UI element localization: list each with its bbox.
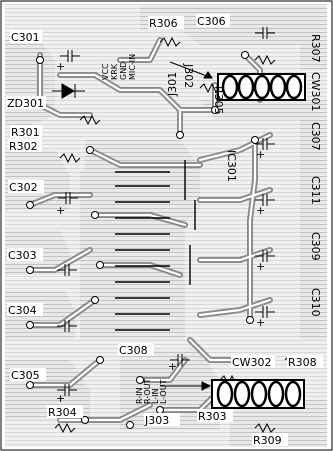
resistor-r301-symbol bbox=[79, 114, 101, 126]
label-r306: R306 bbox=[149, 17, 178, 30]
pin-label-krk: KRK bbox=[110, 63, 119, 80]
label-c309: C309 bbox=[309, 232, 322, 261]
label-j301: J301 bbox=[166, 72, 179, 97]
label-cw302: CW302 bbox=[232, 356, 272, 369]
label-r302: R302 bbox=[9, 140, 38, 153]
capacitor-symbols bbox=[57, 27, 275, 396]
pointer-arrows bbox=[160, 61, 213, 391]
capacitor-c309-symbol bbox=[255, 250, 275, 262]
plus-mark-c302: + bbox=[56, 204, 65, 217]
rotated-labels-right: R307 CW301 C307 C311 C309 C310 R305 IC30… bbox=[182, 34, 322, 317]
label-r308: R308 bbox=[288, 356, 317, 369]
component-labels: C301 R306 C306 ZD301 R301 R302 C302 C303… bbox=[6, 14, 323, 447]
resistor-r306-symbol bbox=[159, 36, 181, 48]
label-r301: R301 bbox=[11, 126, 40, 139]
connector-cw301 bbox=[217, 73, 306, 101]
label-r305: R305 bbox=[212, 86, 225, 115]
label-c306: C306 bbox=[197, 15, 226, 28]
plus-mark-c308: + bbox=[168, 360, 177, 373]
resistor-r307-symbol bbox=[254, 54, 276, 66]
label-c310: C310 bbox=[309, 288, 322, 317]
capacitor-c311-symbol bbox=[255, 194, 275, 206]
label-j302: J302 bbox=[182, 63, 195, 88]
capacitor-c308-symbol bbox=[170, 354, 190, 366]
traces bbox=[27, 37, 273, 423]
label-r307: R307 bbox=[309, 34, 322, 63]
pin-label-r-in: R-IN bbox=[135, 388, 144, 404]
capacitor-c306-symbol bbox=[255, 27, 275, 39]
label-c308: C308 bbox=[119, 344, 148, 357]
label-c305: C305 bbox=[11, 369, 40, 382]
resistor-r302-symbol bbox=[59, 152, 81, 164]
ic301-pin-lines bbox=[115, 160, 196, 331]
plus-mark-c311: + bbox=[256, 204, 265, 217]
plus-mark-c305: + bbox=[56, 392, 65, 405]
capacitor-c304-symbol bbox=[57, 320, 77, 332]
plus-mark-c309: + bbox=[256, 260, 265, 273]
capacitor-c303-symbol bbox=[57, 264, 77, 276]
connector-cw302 bbox=[211, 379, 305, 409]
zener-diode-zd301-symbol bbox=[52, 83, 85, 99]
resistor-r304-symbol bbox=[54, 422, 76, 434]
label-c304: C304 bbox=[8, 304, 37, 317]
capacitor-c307-symbol bbox=[255, 138, 275, 150]
label-ic301: IC301 bbox=[225, 150, 238, 182]
capacitor-c301-symbol bbox=[60, 50, 80, 62]
label-r304: R304 bbox=[48, 406, 77, 419]
pin-label-l-in: L-IN bbox=[151, 388, 160, 404]
label-c302: C302 bbox=[9, 181, 38, 194]
capacitor-c310-symbol bbox=[255, 306, 275, 318]
plus-mark-c307: + bbox=[256, 148, 265, 161]
pin-label-mic-in: MIC-IN bbox=[128, 54, 137, 80]
pin-label-vcc: VCC bbox=[101, 63, 110, 80]
label-cw301: CW301 bbox=[309, 72, 322, 112]
rotated-labels-up: J301 VCC KRK GND MIC-IN R-IN R-OUT L-IN … bbox=[101, 54, 179, 404]
resistor-r305-symbol bbox=[199, 82, 221, 94]
pin-label-l-out: L-OUT bbox=[159, 379, 168, 404]
capacitor-c305-symbol bbox=[57, 384, 77, 396]
label-c311: C311 bbox=[309, 176, 322, 205]
label-c303: C303 bbox=[8, 249, 37, 262]
label-c301: C301 bbox=[11, 31, 40, 44]
label-zd301: ZD301 bbox=[7, 97, 44, 110]
label-r303: R303 bbox=[198, 410, 227, 423]
resistor-r309-symbol bbox=[254, 422, 276, 434]
capacitor-c302-symbol bbox=[58, 192, 78, 204]
pads bbox=[26, 51, 259, 429]
pin-label-r-out: R-OUT bbox=[143, 379, 152, 404]
pin-label-gnd: GND bbox=[119, 62, 128, 80]
label-c307: C307 bbox=[309, 122, 322, 151]
plus-mark-c301: + bbox=[56, 60, 65, 73]
plus-mark-c310: + bbox=[256, 316, 265, 329]
label-r309: R309 bbox=[253, 434, 282, 447]
label-j303: J303 bbox=[144, 414, 169, 427]
